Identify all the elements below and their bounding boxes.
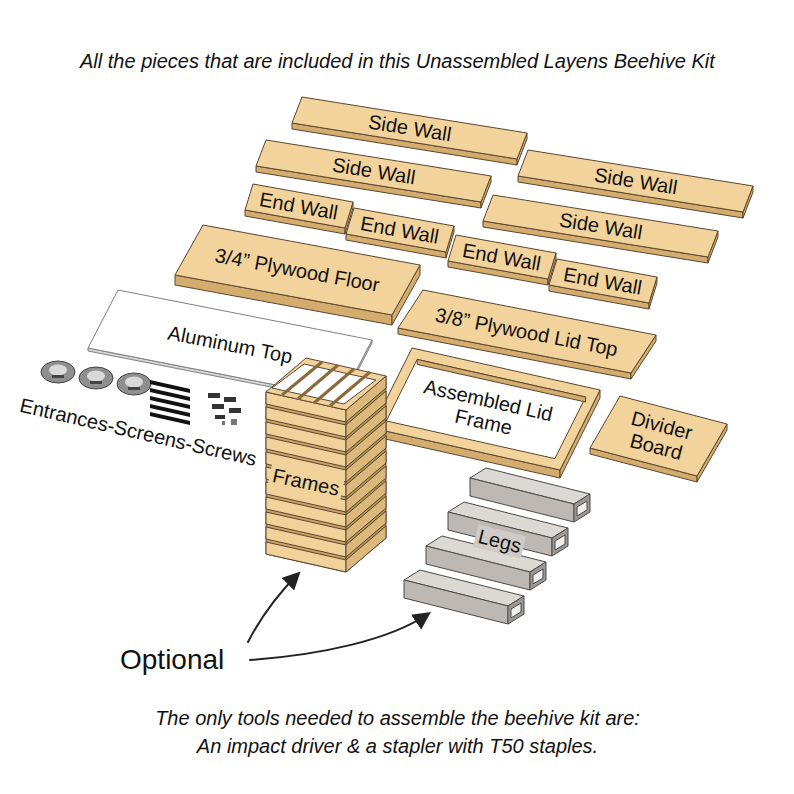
entrance-discs-part	[79, 367, 113, 389]
board-face	[549, 259, 657, 303]
label-holder: Optional	[117, 644, 227, 676]
frame-stack-part	[266, 358, 386, 410]
part-label: Entrances-Screens-Screws	[15, 393, 262, 471]
entrance-discs-part	[128, 387, 140, 390]
frame-stack	[266, 358, 386, 572]
diagram-title: All the pieces that are included in this…	[80, 50, 715, 73]
frame-stack-part	[266, 392, 346, 572]
board-piece: End Wall	[245, 184, 353, 234]
optional-arrows-part	[250, 614, 428, 660]
entrance-discs	[41, 361, 151, 395]
frame-stack-part	[346, 526, 386, 572]
label-holder: Frames	[269, 471, 343, 494]
note-label: Optional	[117, 644, 227, 676]
board-face	[372, 348, 600, 470]
board-piece: Assembled Lid Frame	[372, 348, 600, 478]
metal-legs-part	[511, 603, 521, 618]
frame-stack-part	[266, 542, 346, 572]
frame-stack-part	[330, 372, 370, 406]
diagram-caption: The only tools needed to assemble the be…	[150, 704, 645, 760]
screws-part	[222, 421, 225, 425]
board-face	[175, 225, 420, 315]
metal-legs-part	[574, 494, 590, 522]
screws-part	[229, 408, 241, 413]
metal-legs-part	[404, 580, 508, 624]
metal-legs-part	[530, 562, 546, 590]
screws-part	[215, 415, 225, 419]
metal-legs-part	[555, 535, 565, 550]
board-piece: Divider Board	[590, 396, 727, 482]
frame-opening	[386, 359, 585, 458]
frame-stack-part	[282, 362, 322, 395]
metal-legs	[404, 468, 590, 624]
entrance-discs-part	[117, 373, 151, 395]
screws-part	[224, 397, 236, 402]
metal-legs-part	[577, 501, 587, 516]
label-holder: Legs	[475, 530, 524, 553]
screen-strips	[150, 380, 190, 425]
board-piece: End Wall	[549, 259, 657, 309]
entrance-discs-part	[87, 371, 105, 382]
board-face	[518, 150, 753, 212]
entrance-discs-part	[49, 365, 67, 376]
board-piece: End Wall	[448, 235, 556, 285]
board-face	[448, 235, 556, 279]
diagram-title-holder: All the pieces that are included in this…	[80, 50, 715, 73]
screen-strips-part	[150, 412, 190, 425]
board-face	[245, 184, 353, 228]
frame-stack-part	[298, 365, 338, 399]
metal-legs-part	[508, 596, 524, 624]
entrance-discs-part	[41, 361, 75, 383]
label-holder: Entrances-Screens-Screws	[14, 421, 262, 444]
entrance-discs-part	[90, 381, 102, 384]
metal-legs-part	[552, 528, 568, 556]
optional-arrows	[248, 574, 428, 660]
metal-legs-part	[533, 569, 543, 584]
optional-arrows-part	[248, 574, 298, 642]
screws-part	[208, 393, 220, 398]
entrance-discs-part	[52, 375, 64, 378]
frame-stack-part	[272, 364, 376, 404]
entrance-discs-part	[125, 377, 143, 388]
board-face	[590, 396, 727, 476]
diagram-caption-holder: The only tools needed to assemble the be…	[150, 704, 645, 760]
board-piece: End Wall	[346, 208, 454, 258]
screws-part	[231, 419, 237, 425]
board-face	[346, 208, 454, 252]
screws	[208, 393, 241, 425]
frame-stack-part	[314, 369, 354, 403]
screws-part	[212, 404, 224, 409]
